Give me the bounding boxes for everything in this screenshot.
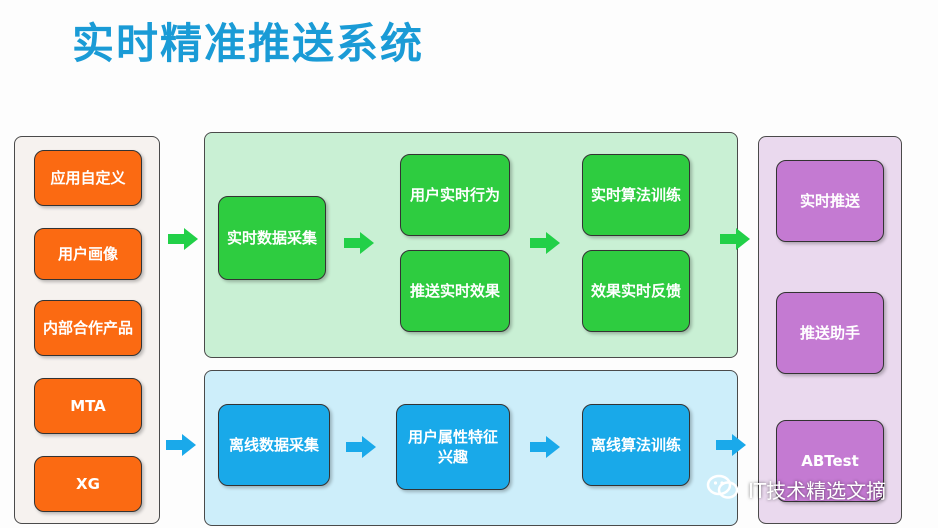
arrow-right-icon [530, 232, 560, 254]
arrow-right-icon [344, 232, 374, 254]
arrow-right-icon [530, 436, 560, 458]
output-realtime-push: 实时推送 [776, 160, 884, 242]
source-internal-partner: 内部合作产品 [34, 300, 142, 356]
watermark-text: IT技术精选文摘 [748, 479, 887, 503]
watermark: IT技术精选文摘 [706, 474, 886, 505]
output-push-assistant: 推送助手 [776, 292, 884, 374]
realtime-train-box: 实时算法训练 [582, 154, 690, 236]
source-app-custom: 应用自定义 [34, 150, 142, 206]
page-title: 实时精准推送系统 [72, 19, 425, 68]
arrow-right-icon [168, 228, 198, 250]
realtime-effect-box: 推送实时效果 [400, 250, 510, 332]
source-mta: MTA [34, 378, 142, 434]
offline-train-box: 离线算法训练 [582, 404, 690, 486]
arrow-right-icon [720, 228, 750, 250]
arrow-right-icon [346, 436, 376, 458]
offline-features-box: 用户属性特征 兴趣 [396, 404, 510, 490]
source-xg: XG [34, 456, 142, 512]
realtime-behavior-box: 用户实时行为 [400, 154, 510, 236]
realtime-feedback-box: 效果实时反馈 [582, 250, 690, 332]
source-user-profile: 用户画像 [34, 228, 142, 280]
arrow-right-icon [166, 434, 196, 456]
offline-collect-box: 离线数据采集 [218, 404, 330, 486]
output-abtest: ABTest [776, 420, 884, 502]
arrow-right-icon [716, 434, 746, 456]
realtime-collect-box: 实时数据采集 [218, 196, 326, 280]
wechat-icon [706, 474, 740, 505]
